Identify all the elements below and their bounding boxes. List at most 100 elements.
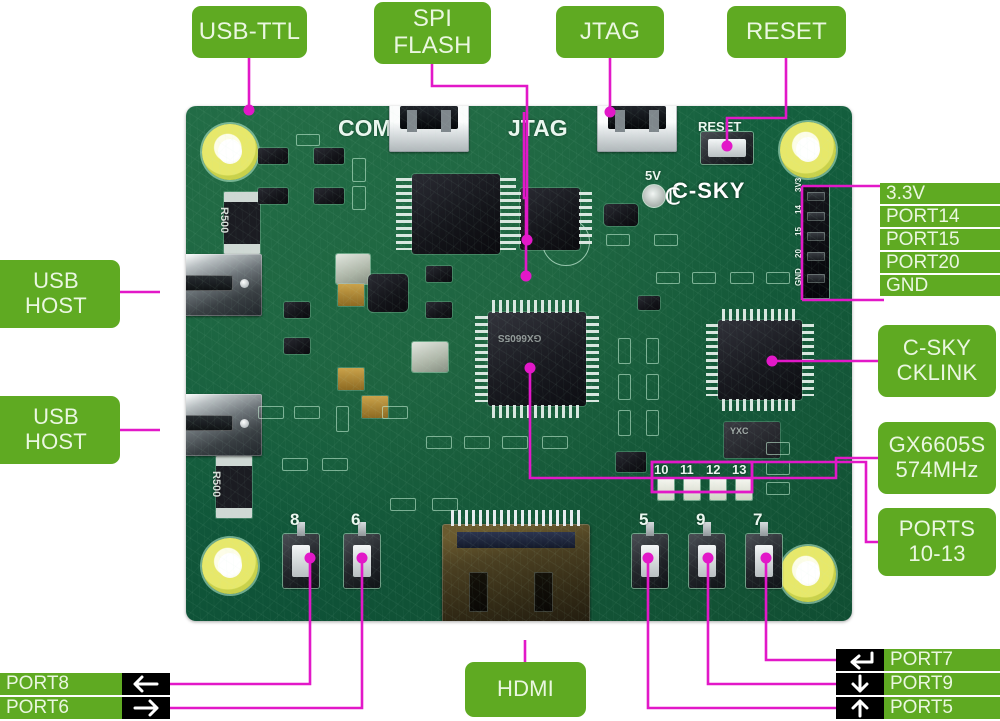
key-label-port8[interactable]: PORT8 [0,672,122,696]
silk-5v: 5V [645,168,661,183]
callout-label-spi-flash-line-0: SPI [412,5,453,33]
key-label-port6[interactable]: PORT6 [0,696,122,720]
callout-label-usb-ttl-line-0: USB-TTL [198,17,301,45]
callout-label-c-sky-cklink-line-0: C-SKY [902,335,972,361]
tact-button-6 [344,522,380,588]
callout-label-c-sky-cklink-line-1: CKLINK [896,360,978,385]
callout-label-usb-host-2-line-0: USB [33,404,79,430]
tact-button-8-label: 8 [290,510,300,529]
callout-label-hdmi-line-0: HDMI [496,676,554,702]
tantalum-cap-1 [338,284,364,306]
led-11-label: 11 [680,462,694,477]
callout-label-gx6605s-line-0: GX6605S [888,432,986,458]
pin-label-pin-3v3[interactable]: 3.3V [880,182,1000,205]
callout-label-hdmi[interactable]: HDMI [465,662,586,717]
led-10-label: 10 [654,462,669,477]
enter-arrow-icon [836,648,884,672]
right-arrow-icon [122,696,170,720]
led-13-label: 13 [732,462,747,477]
callout-label-ports-10-13-line-0: PORTS [898,516,976,542]
gpio-pin-header [803,186,829,298]
down-arrow-icon [836,672,884,696]
callout-label-reset[interactable]: RESET [727,6,846,58]
pin-label-pin-port15[interactable]: PORT15 [880,228,1000,251]
callout-label-usb-ttl[interactable]: USB-TTL [192,6,307,58]
smd-pad-1 [296,134,320,146]
tantalum-cap-2 [338,368,364,390]
tact-button-9-label: 9 [696,510,706,529]
led-10 [658,478,674,500]
callout-label-reset-line-0: RESET [745,17,827,45]
soc-pins-left [475,316,488,402]
mounting-hole-top-left [202,124,258,180]
key-label-port5[interactable]: PORT5 [884,696,1000,720]
tact-button-5-label: 5 [639,510,649,529]
main-soc-gx6605s [488,312,586,406]
smd-transistor-1 [258,148,288,164]
cklink-pins-bottom [722,399,798,411]
silk-jtag: JTAG [508,115,568,141]
led-13 [736,478,752,500]
pin-label-pin-port20[interactable]: PORT20 [880,251,1000,274]
tact-button-7 [746,522,782,588]
callout-label-jtag[interactable]: JTAG [556,6,664,58]
callout-label-spi-flash-line-1: FLASH [393,32,472,59]
pin-label-pin-gnd[interactable]: GND [880,274,1000,297]
cklink-pins-top [722,309,798,321]
mounting-hole-bottom-left [202,538,258,594]
microusb-com-connector [389,106,469,152]
csky-logo: C-SKY [672,178,746,203]
resistor-r500-bottom [216,456,252,518]
key-label-port9[interactable]: PORT9 [884,672,1000,696]
resistor-r500-top-label: R500 [218,207,230,234]
key-label-port7[interactable]: PORT7 [884,648,1000,672]
development-board-photo: COM JTAG RESET 5V C-SKY ℂ Pb R500 R500 [186,106,852,621]
soic-chip-left [412,174,500,254]
led-11 [684,478,700,500]
smd-transistor-2 [314,148,344,164]
usb-host-connector-bottom [186,394,262,456]
resistor-r500-bottom-label: R500 [210,471,222,498]
usb-host-connector-top [186,254,262,316]
soc-pins-top [492,300,582,313]
smd-transistor-4 [314,188,344,204]
pin-label-pin-port14[interactable]: PORT14 [880,205,1000,228]
smd-pad-3 [352,186,366,210]
soc-pins-right [586,316,599,402]
tantalum-cap-3 [362,396,388,418]
smd-pad-2 [352,158,366,182]
smd-transistor-3 [258,188,288,204]
callout-label-gx6605s-line-1: 574MHz [895,457,979,482]
crystal-oscillator-2 [412,342,448,372]
mounting-hole-bottom-right [780,546,836,602]
cklink-pins-left [706,324,718,396]
resistor-r500-top [224,192,260,254]
callout-label-usb-host-1-line-1: HOST [25,293,87,318]
crystal-oscillator-1 [336,254,370,284]
up-arrow-icon [836,696,884,720]
callout-label-usb-host-2-line-1: HOST [25,429,87,454]
power-inductor [368,274,408,312]
tact-button-5 [632,522,668,588]
spi-flash-pins-r [579,192,592,246]
tact-button-6-label: 6 [351,510,361,529]
left-arrow-icon [122,672,170,696]
microusb-jtag-connector [597,106,677,152]
reset-button-component [701,132,753,164]
cklink-pins-right [802,324,814,396]
soc-marking: GX6605S [498,332,542,343]
tact-button-9 [689,522,725,588]
spi-flash-pins-l [508,192,521,246]
callout-label-usb-host-1-line-0: USB [33,268,79,294]
cklink-chip [718,320,802,400]
csky-logo-mark: ℂ [665,184,681,209]
test-point-5v [642,184,666,208]
hdmi-connector [442,510,590,621]
